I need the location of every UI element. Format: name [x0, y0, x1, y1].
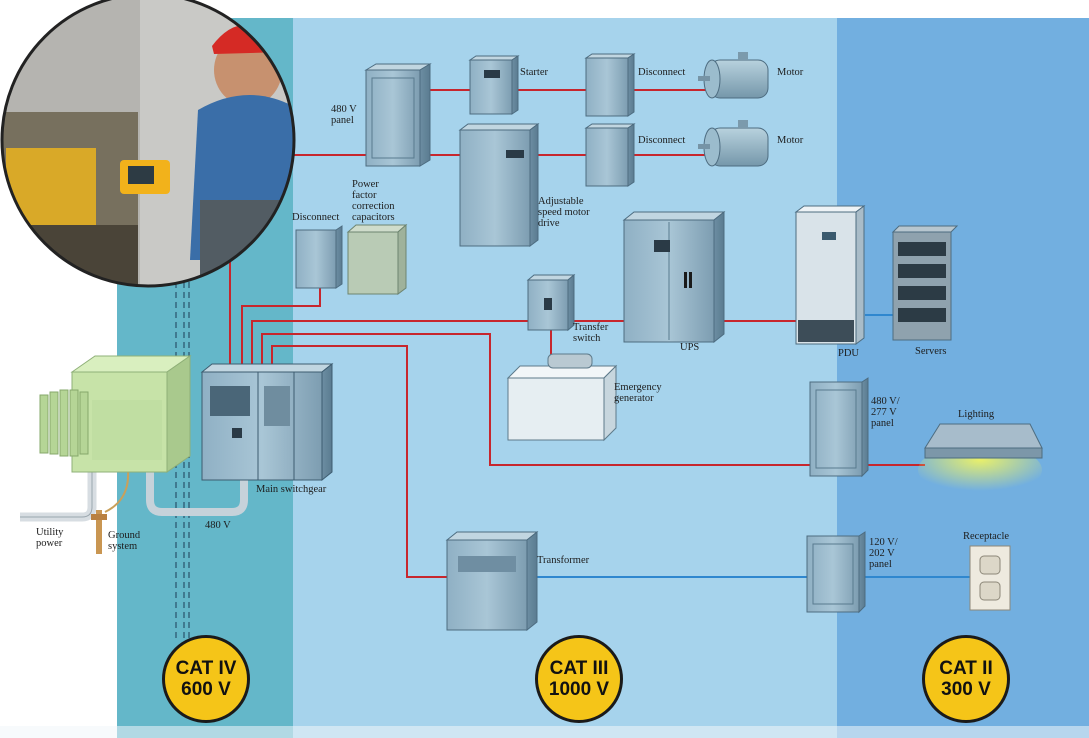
- motor-1: [698, 52, 769, 99]
- label-utility-power: Utility power: [36, 527, 64, 549]
- label-transfer-switch: Transfer switch: [573, 322, 609, 344]
- lighting-fixture: [918, 423, 1043, 496]
- motor-2: [698, 120, 769, 167]
- label-motor-2: Motor: [777, 135, 804, 146]
- utility-conduit: [20, 470, 97, 522]
- disconnect-2: [584, 123, 636, 187]
- label-disconnect-3: Disconnect: [292, 212, 340, 223]
- label-emergency-generator: Emergency generator: [614, 382, 662, 404]
- switchgear-conduit: [146, 470, 248, 516]
- ground-rod: [96, 510, 102, 554]
- emergency-generator: [506, 353, 618, 442]
- panel-480v: [364, 63, 432, 167]
- utility-transformer: [39, 355, 192, 473]
- pdu: [794, 205, 866, 345]
- label-transformer: Transformer: [537, 555, 590, 566]
- label-480v: 480 V: [205, 520, 231, 531]
- panel-480-277: [809, 377, 869, 478]
- label-adjustable-speed-drive: Adjustable speed motor drive: [538, 196, 590, 229]
- badge-cat-iii: CAT III 1000 V: [535, 635, 623, 723]
- label-480v-panel: 480 V panel: [331, 104, 357, 126]
- label-starter: Starter: [520, 67, 548, 78]
- blue-wires: [527, 314, 970, 578]
- ground-wire: [104, 469, 130, 513]
- label-120-202-panel: 120 V/ 202 V panel: [869, 537, 898, 570]
- transformer: [445, 530, 539, 632]
- label-lighting: Lighting: [958, 409, 995, 420]
- label-motor-1: Motor: [777, 67, 804, 78]
- badge-cat-iv: CAT IV 600 V: [162, 635, 250, 723]
- label-pfc-capacitors: Power factor correction capacitors: [352, 179, 395, 223]
- badge-cat-ii: CAT II 300 V: [922, 635, 1010, 723]
- servers: [891, 225, 959, 341]
- transfer-switch: [526, 273, 576, 332]
- label-ground-system: Ground system: [108, 530, 141, 552]
- pfc-capacitors: [346, 223, 408, 295]
- label-ups: UPS: [680, 342, 700, 353]
- main-switchgear: [200, 362, 334, 482]
- label-servers: Servers: [915, 346, 947, 357]
- receptacle: [969, 545, 1011, 611]
- zone-cat-ii-bg: [837, 18, 1089, 738]
- label-receptacle: Receptacle: [963, 531, 1010, 542]
- starter: [468, 55, 520, 115]
- panel-120-202: [806, 531, 866, 614]
- label-disconnect-2: Disconnect: [638, 135, 686, 146]
- ups: [622, 210, 726, 344]
- adjustable-speed-drive: [458, 123, 540, 247]
- label-pdu: PDU: [838, 348, 860, 359]
- label-480-277-panel: 480 V/ 277 V panel: [871, 396, 900, 429]
- disconnect-1: [584, 53, 636, 117]
- label-disconnect-1: Disconnect: [638, 67, 686, 78]
- disconnect-3: [295, 225, 343, 289]
- red-wires: [229, 89, 925, 578]
- label-main-switchgear: Main switchgear: [256, 484, 327, 495]
